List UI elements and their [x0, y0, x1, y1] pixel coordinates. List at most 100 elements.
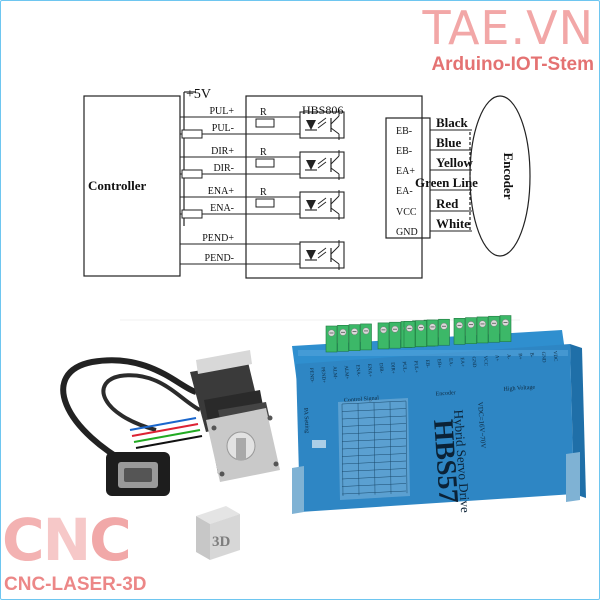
optocoupler [299, 110, 345, 140]
group-label-control: Control Signal [344, 396, 380, 404]
encoder-ellipse [469, 95, 531, 257]
encoder-cable [60, 357, 198, 473]
terminal-pin-label: EB- [424, 360, 430, 369]
terminal-screw [377, 322, 390, 350]
terminal-screw [389, 321, 401, 349]
encoder-pin-label: EA- [396, 186, 413, 197]
brand-tagline: Arduino-IOT-Stem [431, 54, 594, 75]
terminal-pin-label: VDC [552, 351, 558, 363]
encoder-pin-label: EB- [396, 126, 412, 137]
optocouplers [299, 110, 345, 270]
terminal-screw [465, 317, 477, 344]
wire-color-label: Black [436, 115, 469, 130]
terminal-pin-label: PUL+ [412, 360, 418, 373]
controller-label: Controller [88, 178, 146, 193]
terminal-screw [348, 324, 361, 351]
terminal-pin-label: B- [528, 352, 533, 358]
terminal-pin-label: DIR+ [389, 362, 395, 374]
db15-connector [106, 452, 170, 496]
terminal-pin-label: B+ [517, 353, 522, 360]
resistor-label: R [260, 147, 267, 158]
optocoupler [299, 150, 345, 180]
encoder-pin-label: GND [396, 227, 418, 238]
cnc-3d-badge [196, 506, 240, 560]
cnc-letter-c2: C [89, 506, 132, 574]
pa-setting-label: PA Setting [302, 408, 310, 434]
cnc-letters: CNC [2, 506, 132, 574]
brand-name: TAE.VN [422, 1, 594, 55]
cnc-subtitle: CNC-LASER-3D [4, 574, 147, 595]
controller-pin-label: DIR+ [211, 146, 234, 157]
drive-subtitle: Hybrid Servo Drive [451, 409, 473, 513]
encoder-pin-label: VCC [396, 207, 417, 218]
led-indicators [312, 440, 326, 448]
resistor [181, 209, 203, 219]
dip-switch-table [338, 398, 410, 500]
resistor [181, 169, 203, 179]
terminal-pin-label: A- [505, 354, 510, 360]
terminal-screw [325, 325, 338, 353]
terminal-screw [488, 315, 500, 343]
terminal-screw [499, 315, 512, 342]
terminal-pin-label: PEND+ [320, 367, 326, 383]
terminal-pin-label: VCC [482, 356, 488, 367]
resistor [255, 118, 275, 128]
controller-pin-label: DIR- [213, 163, 234, 174]
terminal-blocks: PEND-PEND+ALM-ALM+ENA-ENA+DIR-DIR+PUL-PU… [308, 315, 558, 383]
cnc-3d-badge-text: 3D [212, 534, 231, 550]
encoder-label: Encoder [501, 153, 516, 200]
driver-label: HBS806 [302, 103, 343, 117]
cnc-letter-n: N [42, 506, 92, 574]
terminal-pin-label: GND [470, 356, 476, 368]
hbs57-drive-photo: PEND-PEND+ALM-ALM+ENA-ENA+DIR-DIR+PUL-PU… [292, 315, 586, 514]
power-cable [101, 373, 201, 432]
brand-watermark: TAE.VN Arduino-IOT-Stem [422, 2, 594, 76]
controller-pin-label: ENA- [210, 203, 234, 214]
encoder-connector [385, 117, 431, 239]
terminal-pin-label: ALM+ [343, 365, 349, 379]
drive-model: HBS57 [427, 418, 464, 504]
resistor [255, 198, 275, 208]
terminal-screw [438, 318, 450, 346]
controller-wires: PUL+PUL-DIR+DIR-ENA+ENA-PEND+PEND-RRR [180, 106, 300, 265]
controller-pin-label: ENA+ [208, 186, 235, 197]
terminal-pin-label: EA- [447, 358, 453, 367]
terminal-pin-label: GND [540, 352, 546, 364]
encoder-pin-label: EB- [396, 146, 412, 157]
wire-color-label: White [436, 216, 470, 231]
terminal-screw [453, 318, 466, 345]
resistor [255, 158, 275, 168]
controller-box [83, 95, 181, 277]
terminal-screw [337, 325, 349, 352]
wire-color-label: Yellow [436, 155, 473, 170]
driver-box [245, 95, 423, 279]
terminal-pin-label: PEND- [308, 368, 314, 383]
resistor [181, 129, 203, 139]
controller-pin-label: PEND- [205, 253, 234, 264]
terminal-pin-label: ALM- [331, 366, 337, 379]
wire-color-label: Red [436, 196, 459, 211]
group-label-encoder: Encoder [435, 390, 455, 397]
cnc-letter-c: C [2, 506, 45, 574]
terminal-pin-label: PUL- [401, 361, 407, 373]
servo-motor-photo [60, 350, 280, 496]
terminal-screw [476, 316, 489, 344]
terminal-pin-label: ENA- [354, 365, 360, 378]
resistor-label: R [260, 107, 267, 118]
controller-pin-label: PEND+ [202, 233, 234, 244]
motor-shaft [236, 438, 246, 460]
optocoupler [299, 240, 345, 270]
terminal-pin-label: DIR- [378, 363, 384, 374]
terminal-screw [415, 320, 427, 347]
encoder-pin-label: EA+ [396, 166, 415, 177]
optocoupler [299, 190, 345, 220]
terminal-pin-label: A+ [494, 355, 499, 362]
terminal-screw [360, 323, 372, 351]
terminal-screw [403, 321, 416, 348]
terminal-pin-label: EB+ [436, 359, 442, 369]
controller-pin-label: PUL+ [209, 106, 234, 117]
wiring-diagram [83, 91, 531, 279]
voltage-label: VDC=16V~70V [476, 402, 487, 449]
